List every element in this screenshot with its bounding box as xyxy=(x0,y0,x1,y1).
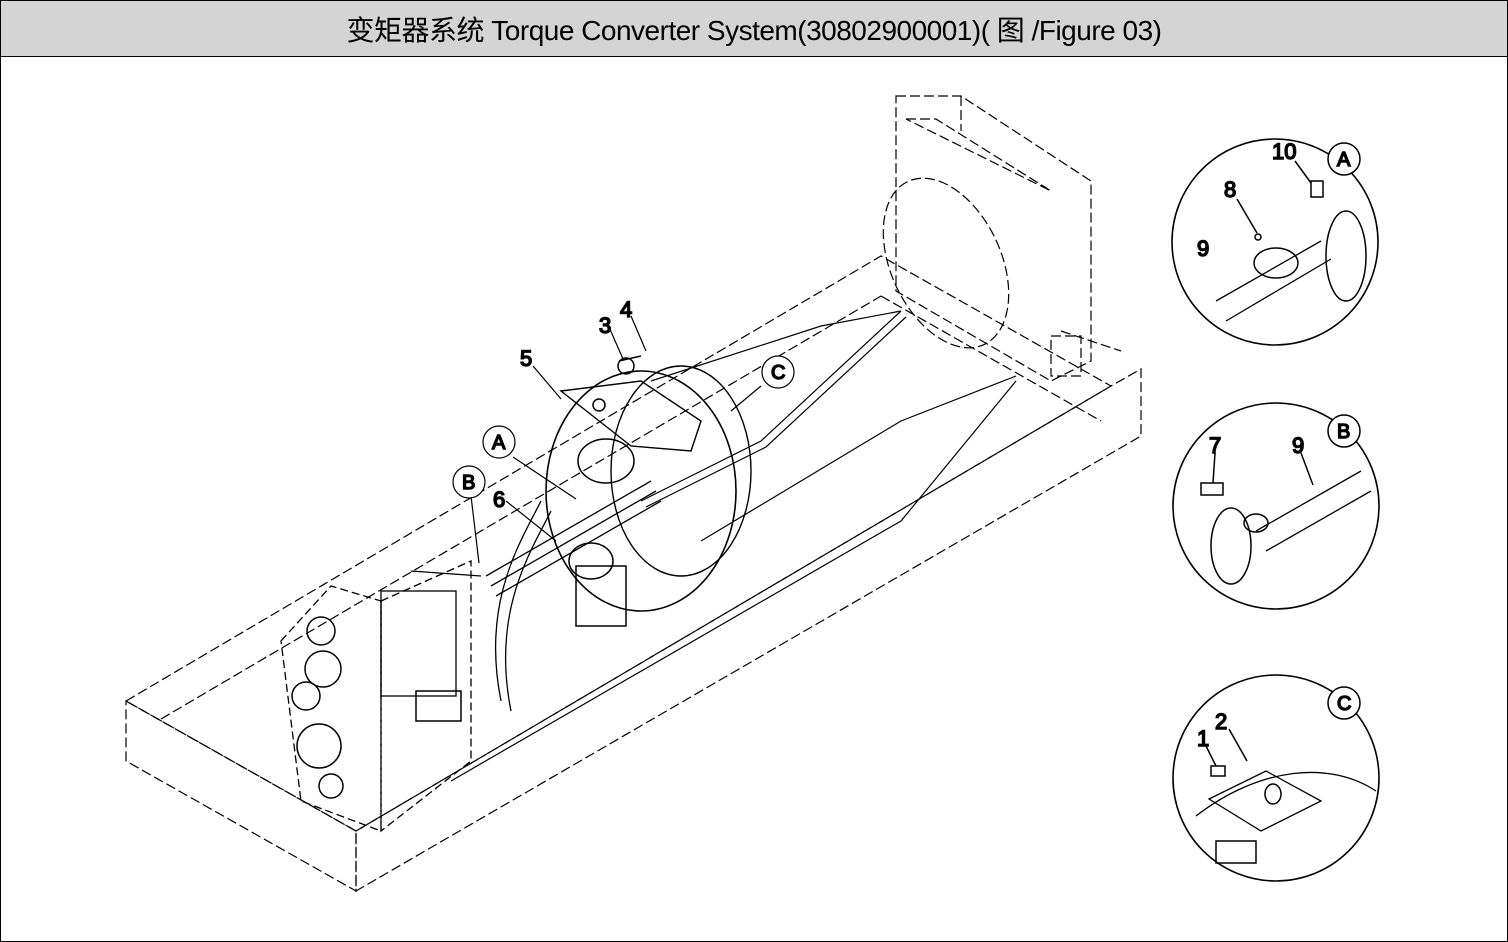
callout-A-marker: A xyxy=(492,432,506,454)
callout-B-marker: B xyxy=(462,472,475,494)
callout-4: 4 xyxy=(620,297,632,322)
detail-B xyxy=(1172,402,1380,610)
title-bar: 变矩器系统 Torque Converter System(3080290000… xyxy=(1,1,1507,57)
transmission xyxy=(280,559,472,833)
base-frame xyxy=(124,255,1142,893)
figure-title: 变矩器系统 Torque Converter System(3080290000… xyxy=(346,14,1162,46)
radiator xyxy=(882,95,1122,382)
detail-B-tag: B xyxy=(1337,421,1350,443)
callout-C-marker: C xyxy=(771,362,785,384)
detail-A-label-8: 8 xyxy=(1224,177,1236,202)
detail-A-label-10: 10 xyxy=(1272,139,1296,164)
detail-A-label-9: 9 xyxy=(1197,236,1209,261)
torque-converter xyxy=(545,355,752,627)
parts-diagram: 3 4 5 6 C A B 8 9 10 A xyxy=(124,95,1380,893)
detail-C-tag: C xyxy=(1337,693,1351,715)
detail-B-label-9: 9 xyxy=(1292,433,1304,458)
detail-B-label-7: 7 xyxy=(1209,433,1221,458)
detail-C xyxy=(1172,674,1380,882)
main-callouts xyxy=(452,315,795,564)
piping xyxy=(410,310,1017,782)
detail-A-tag: A xyxy=(1337,149,1351,171)
drive-shaft xyxy=(485,480,662,712)
detail-C-label-2: 2 xyxy=(1215,709,1227,734)
callout-3: 3 xyxy=(599,313,611,338)
callout-6: 6 xyxy=(493,487,505,512)
detail-A xyxy=(1171,138,1379,346)
detail-C-label-1: 1 xyxy=(1197,726,1209,751)
callout-5: 5 xyxy=(520,346,532,371)
